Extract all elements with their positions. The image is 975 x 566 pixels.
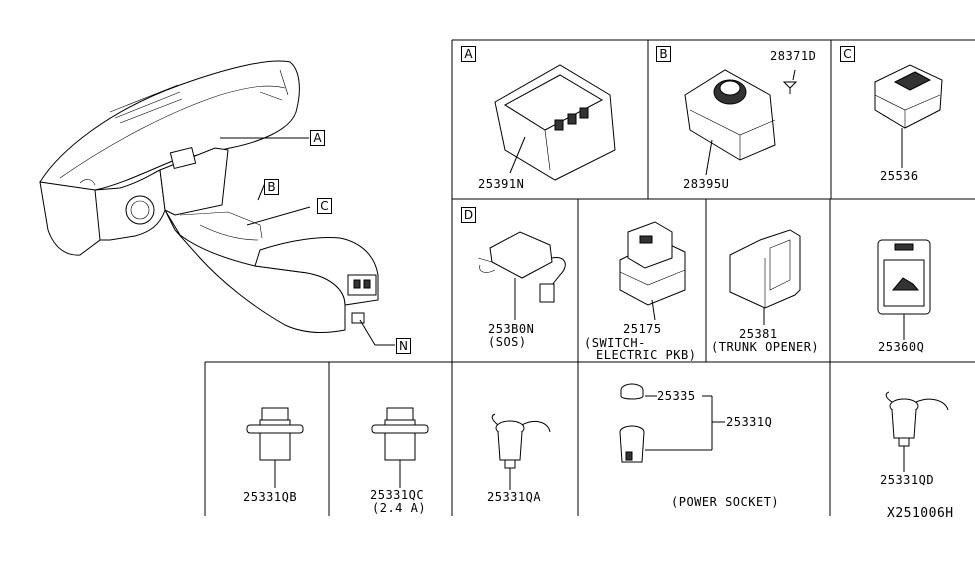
part-label-28371d: 28371D — [770, 49, 817, 63]
part-note-25175-line2: ELECTRIC PKB) — [596, 348, 697, 362]
part-label-25175: 25175 — [623, 322, 662, 336]
part-label-25331q: 25331Q — [726, 415, 773, 429]
part-label-28395u: 28395U — [683, 177, 730, 191]
part-label-25331qc: 25331QC — [370, 488, 425, 502]
part-25381-drawing — [729, 229, 801, 325]
power-socket-caption: (POWER SOCKET) — [671, 495, 780, 509]
diagram-id: X251006H — [887, 506, 954, 521]
callout-leaders — [220, 137, 395, 346]
part-label-25331qb: 25331QB — [243, 490, 298, 504]
part-25536-drawing — [874, 64, 943, 168]
section-tag-a: A — [461, 46, 476, 62]
part-25331Q-drawing — [619, 395, 725, 463]
part-25391N-drawing — [494, 64, 616, 181]
callout-tag-n: N — [396, 338, 411, 354]
part-28371D-drawing — [782, 69, 798, 94]
part-label-25331qd: 25331QD — [880, 473, 935, 487]
dashboard-illustration — [39, 60, 379, 333]
part-note-253b0n: (SOS) — [488, 335, 527, 349]
part-25331QA-drawing — [491, 413, 551, 490]
part-label-253b0n: 253B0N — [488, 322, 535, 336]
part-label-25381: 25381 — [739, 327, 778, 341]
part-label-25536: 25536 — [880, 169, 919, 183]
part-25335-drawing — [620, 383, 657, 400]
part-label-25331qa: 25331QA — [487, 490, 542, 504]
callout-tag-c: C — [317, 198, 332, 214]
part-25360Q-drawing — [877, 239, 931, 340]
part-note-25381: (TRUNK OPENER) — [711, 340, 820, 354]
part-25175-drawing — [619, 221, 686, 321]
part-label-25335: 25335 — [657, 389, 696, 403]
part-note-25175-line1: (SWITCH- — [584, 336, 646, 350]
part-28395U-drawing — [684, 69, 776, 176]
part-note-25331qc: (2.4 A) — [372, 501, 427, 515]
grid-lines — [204, 39, 975, 516]
part-25331QD-drawing — [885, 391, 949, 472]
part-25331QB-drawing — [246, 407, 304, 488]
part-label-25360q: 25360Q — [878, 340, 925, 354]
section-tag-d: D — [461, 207, 476, 223]
callout-tag-b: B — [264, 179, 279, 195]
part-label-25391n: 25391N — [478, 177, 525, 191]
section-tag-b: B — [656, 46, 671, 62]
part-25331QC-drawing — [371, 407, 429, 488]
section-tag-c: C — [840, 46, 855, 62]
part-253B0N-drawing — [477, 231, 566, 320]
callout-tag-a: A — [310, 130, 325, 146]
